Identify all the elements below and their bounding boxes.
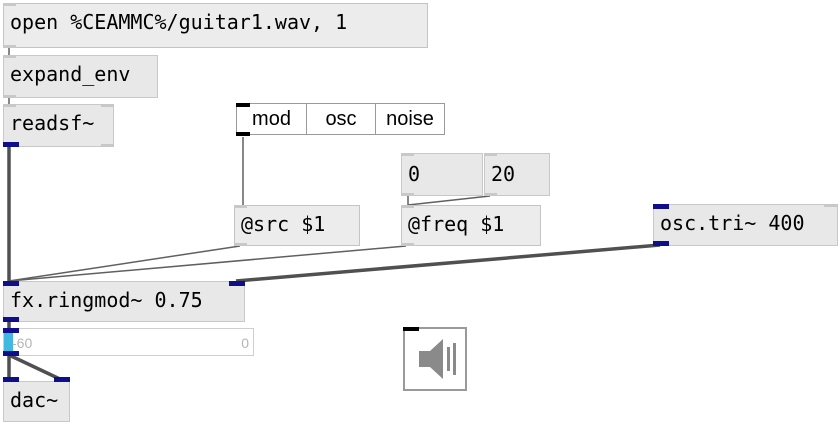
open-file-message[interactable]: open %CEAMMC%/guitar1.wav, 1 <box>3 3 428 48</box>
readsf-object[interactable]: readsf~ <box>3 104 114 147</box>
osc-tri-signal-outlet[interactable] <box>653 241 669 246</box>
open-file-message-text: open %CEAMMC%/guitar1.wav, 1 <box>10 10 348 34</box>
ringmod-object[interactable]: fx.ringmod~ 0.75 <box>3 281 245 322</box>
open-file-message-inlet[interactable] <box>3 3 16 6</box>
level-meter-inlet[interactable] <box>3 328 19 333</box>
ringmod-signal-outlet[interactable] <box>3 317 19 322</box>
osc-tri-right-inlet[interactable] <box>824 204 837 207</box>
level-meter-outlet[interactable] <box>3 351 19 356</box>
freq-message[interactable]: @freq $1 <box>401 205 541 246</box>
readsf-inlet[interactable] <box>3 104 16 107</box>
dsp-toggle-inlet[interactable] <box>403 327 419 331</box>
number-box-left-outlet[interactable] <box>401 193 414 196</box>
level-meter-fill <box>4 329 13 355</box>
open-file-message-outlet[interactable] <box>3 45 16 48</box>
readsf-bang-outlet[interactable] <box>101 144 114 147</box>
src-message-text: @src $1 <box>241 212 326 236</box>
level-meter[interactable]: -60 0 <box>3 328 254 356</box>
src-message-inlet[interactable] <box>234 205 247 208</box>
src-message[interactable]: @src $1 <box>234 205 360 246</box>
ringmod-signal-inlet[interactable] <box>3 281 19 286</box>
radio-cell-mod[interactable]: mod <box>236 103 307 135</box>
expand-env-object[interactable]: expand_env <box>3 55 158 98</box>
ringmod-modulator-inlet[interactable] <box>229 281 245 286</box>
number-box-left-value: 0 <box>408 162 421 186</box>
radio-cell-mod-label: mod <box>252 108 291 130</box>
number-box-right-inlet[interactable] <box>484 153 497 156</box>
ringmod-label: fx.ringmod~ 0.75 <box>10 288 203 312</box>
freq-message-outlet[interactable] <box>401 243 414 246</box>
number-box-right[interactable]: 20 <box>484 153 550 196</box>
dac-label: dac~ <box>10 388 59 412</box>
radio-cell-osc-label: osc <box>325 108 357 130</box>
osc-tri-signal-inlet[interactable] <box>653 204 669 209</box>
number-box-left-inlet[interactable] <box>401 153 414 156</box>
level-meter-max-label: 0 <box>241 335 249 351</box>
readsf-right-inlet[interactable] <box>101 104 114 107</box>
readsf-label: readsf~ <box>10 111 95 135</box>
osc-tri-label: osc.tri~ 400 <box>660 211 805 235</box>
radio-selected-marker <box>236 103 250 107</box>
speaker-icon <box>419 339 456 379</box>
dac-right-inlet[interactable] <box>54 377 70 382</box>
number-box-right-outlet[interactable] <box>484 193 497 196</box>
dac-left-inlet[interactable] <box>3 377 19 382</box>
osc-tri-object[interactable]: osc.tri~ 400 <box>653 204 838 246</box>
readsf-signal-outlet[interactable] <box>3 142 19 147</box>
expand-env-label: expand_env <box>10 62 131 86</box>
freq-message-text: @freq $1 <box>408 212 505 236</box>
dac-object[interactable]: dac~ <box>3 381 70 422</box>
freq-message-inlet[interactable] <box>401 205 414 208</box>
radio-cell-noise-label: noise <box>386 108 434 130</box>
src-message-outlet[interactable] <box>234 243 247 246</box>
expand-env-outlet[interactable] <box>3 95 16 98</box>
expand-env-inlet[interactable] <box>3 55 16 58</box>
dsp-toggle-button[interactable] <box>403 327 467 391</box>
number-box-right-value: 20 <box>491 162 516 186</box>
number-box-left[interactable]: 0 <box>401 153 483 196</box>
level-meter-min-label: -60 <box>12 335 33 351</box>
radio-outlet-marker[interactable] <box>236 132 250 136</box>
radio-cell-osc[interactable]: osc <box>306 103 376 135</box>
radio-cell-noise[interactable]: noise <box>375 103 445 135</box>
